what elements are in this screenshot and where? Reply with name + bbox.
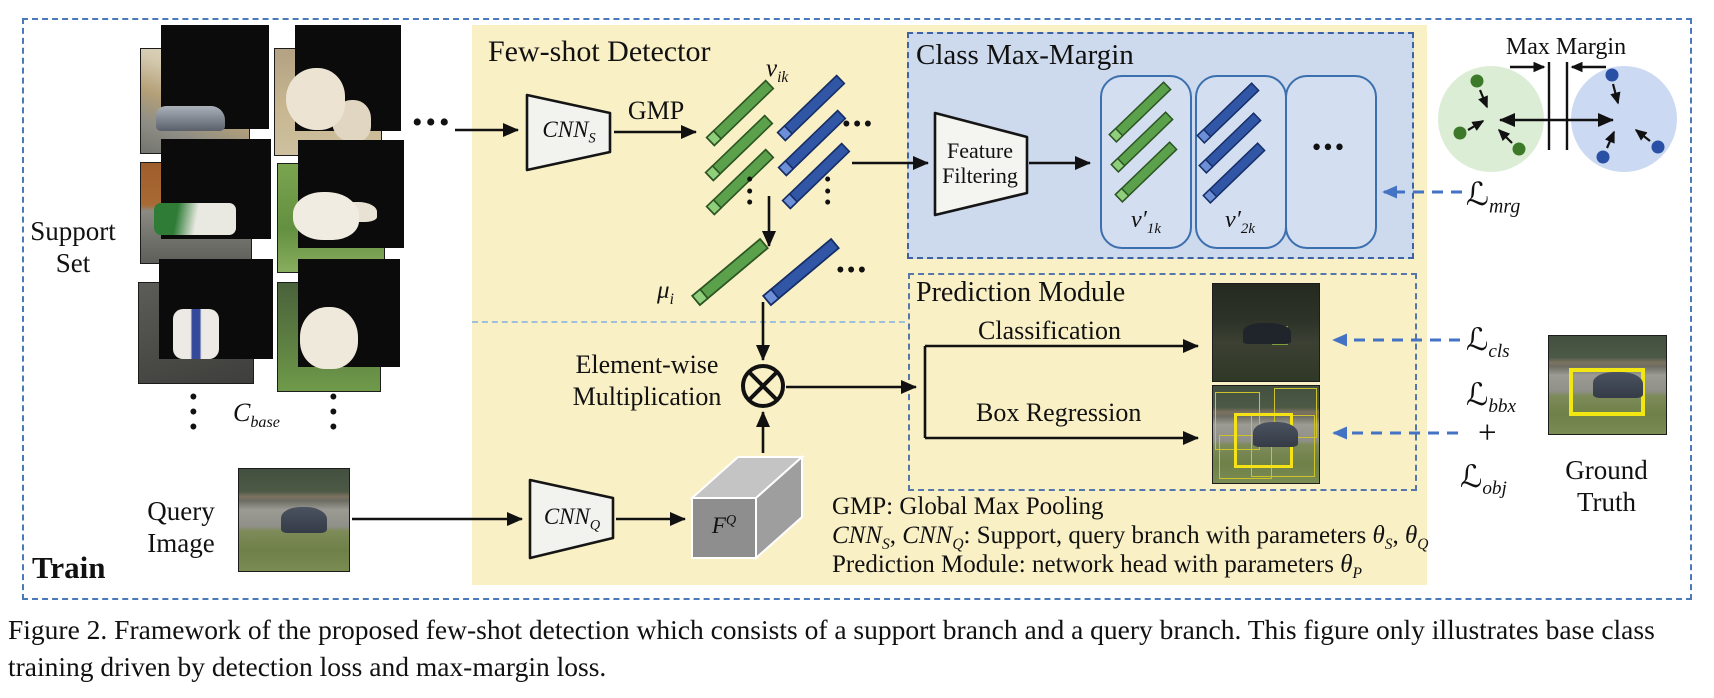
train-region-border	[22, 18, 1692, 600]
class-cluster-more	[1285, 75, 1377, 249]
feature-filtering-label: Feature Filtering	[942, 138, 1018, 189]
predicted-box	[1251, 415, 1315, 478]
plus-label: +	[1478, 415, 1497, 451]
max-margin-label: Max Margin	[1505, 34, 1627, 60]
mu-ellipsis: •••	[836, 257, 869, 284]
train-label: Train	[32, 550, 106, 585]
vik-blue-vdots: • • •	[824, 167, 832, 215]
support-photo-sheep-1	[274, 25, 401, 156]
legend-line-prediction: Prediction Module: network head with par…	[832, 551, 1362, 582]
v-ik-label: vik	[766, 55, 789, 86]
predicted-box	[1215, 391, 1260, 451]
predicted-box	[1219, 434, 1273, 480]
few-shot-detector-title: Few-shot Detector	[488, 35, 711, 68]
prediction-module-title: Prediction Module	[916, 277, 1126, 308]
support-photo-sheep-3	[277, 259, 400, 392]
c-base-label: Cbase	[233, 398, 280, 432]
l-obj-label: ℒobj	[1460, 459, 1507, 500]
cnn-s-label: CNNS	[542, 117, 596, 147]
query-photo	[238, 468, 350, 572]
mu-i-label: μi	[657, 277, 674, 308]
vik-ellipsis: •••	[842, 111, 875, 138]
query-image-label: Query Image	[147, 496, 215, 558]
legend-line-cnn: CNNS, CNNQ: Support, query branch with p…	[832, 522, 1429, 553]
gmp-label: GMP	[627, 96, 685, 125]
v1k-label: v′1k	[1131, 207, 1161, 237]
predicted-box-best	[1234, 413, 1294, 468]
box-regression-label: Box Regression	[976, 398, 1142, 427]
box-regression-output-image	[1212, 385, 1320, 484]
support-right-vdots: • • •	[329, 384, 338, 441]
support-set-label: Support Set	[30, 216, 116, 278]
support-photo-sheep-2	[277, 140, 404, 273]
vik-green-vdots: • • •	[746, 167, 754, 215]
l-bbx-label: ℒbbx	[1466, 377, 1517, 418]
ground-truth-box	[1568, 368, 1645, 416]
support-photo-car-3	[138, 259, 273, 384]
support-photo-car-1	[140, 25, 269, 154]
legend-line-gmp: GMP: Global Max Pooling	[832, 493, 1104, 520]
v2k-label: v′2k	[1225, 207, 1255, 237]
support-ellipsis: •••	[412, 106, 453, 139]
l-cls-label: ℒcls	[1466, 322, 1510, 363]
element-wise-label: Element-wise Multiplication	[572, 350, 722, 411]
ground-truth-image	[1548, 335, 1667, 435]
support-photo-car-2	[140, 139, 271, 264]
support-left-vdots: • • •	[189, 384, 198, 441]
figure-caption: Figure 2. Framework of the proposed few-…	[8, 614, 1655, 682]
ground-truth-label: Ground Truth	[1565, 455, 1648, 517]
cnn-q-label: CNNQ	[543, 504, 601, 534]
branch-divider-dashed-line	[472, 321, 905, 323]
cluster-ellipsis: •••	[1311, 132, 1347, 162]
classification-label: Classification	[978, 316, 1121, 345]
f-q-label: FQ	[711, 512, 737, 538]
l-mrg-label: ℒmrg	[1466, 175, 1521, 218]
class-max-margin-title: Class Max-Margin	[916, 39, 1134, 71]
classification-output-image	[1212, 283, 1320, 382]
